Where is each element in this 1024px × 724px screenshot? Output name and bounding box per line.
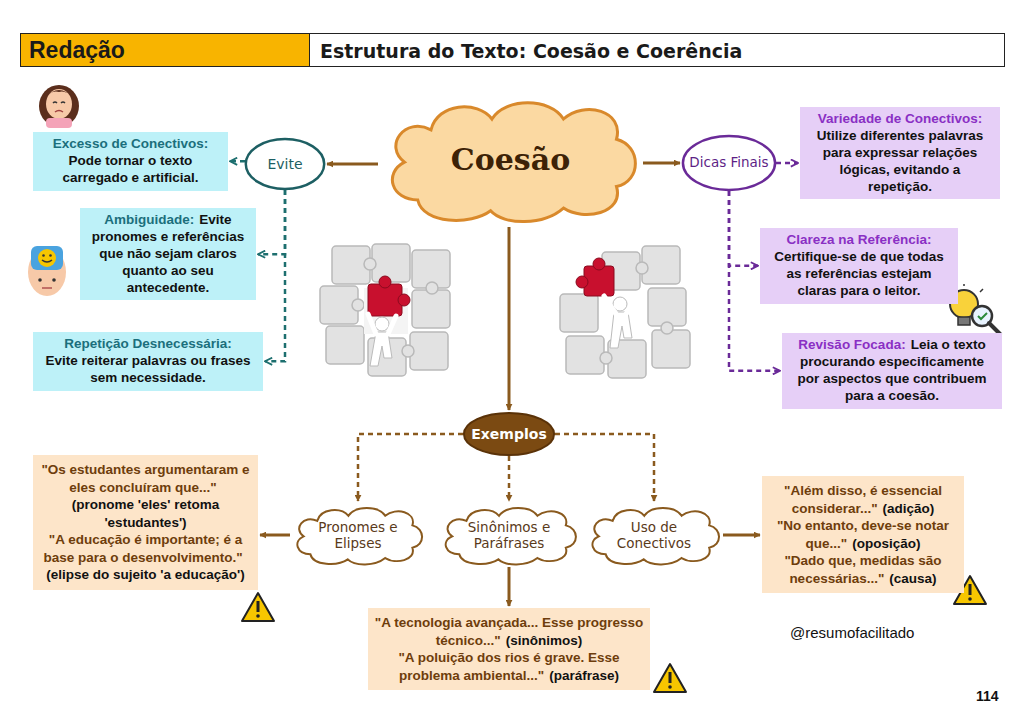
page-number: 114 [976,688,999,704]
example-cloud: Sinônimos e Paráfrases [438,503,580,567]
tip-box: Revisão Focada:Leia o texto procurando e… [782,333,1002,409]
node-text: (oposição) [852,536,920,551]
node-text: Evite reiterar palavras ou frases sem ne… [39,353,257,387]
central-cloud: Coesão [378,92,643,227]
text-group: Estrutura do Texto: Coesão e Coerência [320,40,994,62]
node-text: (paráfrase) [549,668,619,683]
tip-box: Variedade de Conectivos:Utilize diferent… [800,107,1000,199]
connector-arrow [643,162,680,165]
connector-arrow [258,190,285,254]
text-group: Uso de Conectivos [599,519,709,551]
node-text: Pode tornar o texto carregado e artifici… [39,153,222,187]
node-heading: Repetição Desnecessária: [39,336,257,353]
text-group: "A tecnologia avançada... Esse progresso… [374,614,644,684]
puzzle-illustration [312,238,460,403]
connector-arrow [729,191,758,266]
text-group: Evite [267,156,302,172]
text-group: "Além disso, é essencial considerar..."(… [768,482,958,587]
warning-icon [240,591,276,623]
text-group: Sinônimos e Paráfrases [452,519,566,551]
text-group: Repetição Desnecessária:Evite reiterar p… [39,336,257,387]
title-bar: Estrutura do Texto: Coesão e Coerência [310,33,1005,67]
node-heading: Revisão Focada: [798,337,905,352]
example-box: "A tecnologia avançada... Esse progresso… [368,608,650,690]
connector-arrow [358,434,463,501]
connector-arrow [776,162,798,165]
node-text: (adição) [883,501,935,516]
warning-icon [652,662,688,694]
text-group: Ambiguidade:Evite pronomes e referências… [86,212,250,296]
connector-arrow [327,163,378,166]
connector-arrow [265,190,285,361]
example-box: "Os estudantes argumentaram e eles concl… [33,455,258,590]
section-tag: Redação [20,33,310,67]
node-heading: Ambiguidade: [104,212,194,227]
node-heading: "Os estudantes argumentaram e eles concl… [41,462,249,495]
connector-arrow [508,227,511,410]
node-heading: Estrutura do Texto: Coesão e Coerência [320,40,994,62]
text-group: Pronomes e Elipses [304,519,412,551]
connector-arrow [260,534,290,537]
text-group: Exemplos [471,426,546,442]
node-text: Utilize diferentes palavras para express… [806,128,994,196]
connector-arrow [230,160,245,163]
tip-box: Repetição Desnecessária:Evite reiterar p… [33,332,263,391]
node-heading: Coesão [451,142,570,177]
example-cloud: Uso de Conectivos [585,503,723,567]
node-text: (pronome 'eles' retoma 'estudantes') [72,497,219,530]
text-group: "Os estudantes argumentaram e eles concl… [39,461,252,584]
category-ellipse: Evite [245,138,325,190]
node-text: Certifique-se de que todas as referência… [766,249,952,300]
node-heading: Dicas Finais [689,155,768,171]
node-text: (elipse do sujeito 'a educação') [46,567,244,582]
node-heading: Exemplos [471,426,546,442]
category-ellipse: Dicas Finais [682,135,776,191]
node-heading: Clareza na Referência: [766,232,952,249]
tip-box: Excesso de Conectivos:Pode tornar o text… [33,132,228,191]
examples-ellipse: Exemplos [463,412,555,456]
node-heading: Variedade de Conectivos: [806,111,994,128]
node-heading: Redação [29,37,301,64]
text-group: Revisão Focada:Leia o texto procurando e… [788,337,996,405]
node-heading: Pronomes e Elipses [304,519,412,551]
connector-arrow [508,456,511,501]
watermark: @resumofacilitado [790,624,914,641]
example-box: "Além disso, é essencial considerar..."(… [762,476,964,593]
text-group: Redação [29,37,301,64]
connector-arrow [508,567,511,606]
text-group: Dicas Finais [689,155,768,171]
thinking-face-icon [22,240,72,300]
connector-arrow [555,434,654,501]
node-heading: Uso de Conectivos [599,519,709,551]
node-text: (sinônimos) [506,633,583,648]
node-text: "A educação é importante; é a base para … [43,532,242,565]
node-heading: Sinônimos e Paráfrases [452,519,566,551]
text-group: Excesso de Conectivos:Pode tornar o text… [39,136,222,187]
example-cloud: Pronomes e Elipses [290,503,426,567]
node-heading: Evite [267,156,302,172]
text-group: Coesão [451,142,570,177]
tip-box: Ambiguidade:Evite pronomes e referências… [80,208,256,300]
connector-arrow [723,534,760,537]
node-text: (causa) [889,571,936,586]
woman-icon [36,80,82,128]
tip-box: Clareza na Referência:Certifique-se de q… [760,228,958,304]
text-group: Clareza na Referência:Certifique-se de q… [766,232,952,300]
node-heading: Excesso de Conectivos: [39,136,222,153]
puzzle-illustration [552,238,702,403]
text-group: Variedade de Conectivos:Utilize diferent… [806,111,994,195]
